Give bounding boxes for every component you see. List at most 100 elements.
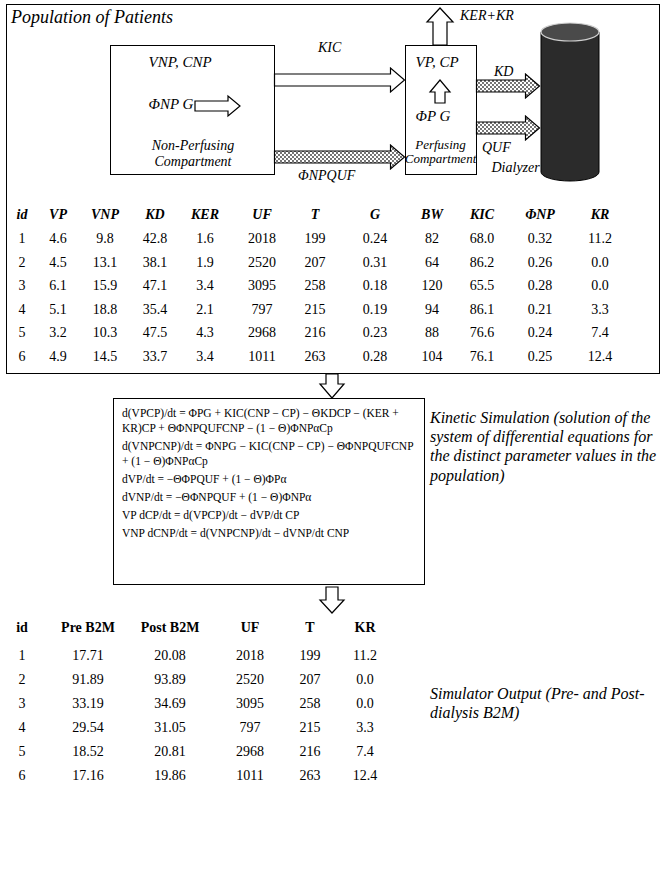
table-cell: 199	[300, 648, 321, 663]
table-cell: 38.1	[143, 255, 168, 270]
table-cell: 0.21	[528, 302, 553, 317]
table-header: UF	[252, 207, 271, 222]
node-text: VP, CP	[416, 54, 459, 71]
table-cell: 0.18	[363, 278, 388, 293]
table-header: Post B2M	[141, 620, 200, 635]
table-cell: 215	[305, 302, 326, 317]
table-cell: 216	[300, 744, 321, 759]
table-cell: 86.2	[470, 255, 495, 270]
table-cell: 94	[425, 302, 439, 317]
step-note: Simulator Output (Pre- and Post-dialysis…	[430, 684, 658, 722]
table-cell: 797	[240, 720, 261, 735]
table-cell: 42.8	[143, 231, 168, 246]
node-text: VNP, CNP	[149, 54, 212, 71]
table-cell: 199	[305, 231, 326, 246]
table-cell: 0.28	[528, 278, 553, 293]
table-cell: 2	[19, 672, 26, 687]
table-cell: 19.86	[154, 768, 186, 783]
table-cell: 3	[19, 696, 26, 711]
table-header: KD	[145, 207, 164, 222]
table-cell: 17.71	[72, 648, 104, 663]
table-cell: 258	[305, 278, 326, 293]
cylinder-shape	[540, 22, 600, 182]
equation-box: d(VPCP)/dt = ΦPG + KIC(CNP − CP) − ΘKDCP…	[113, 398, 425, 585]
equation-text: dVNP/dt = −ΘΦNPQUF + (1 − Θ)ΦNPα	[122, 490, 416, 505]
table-cell: 3.3	[591, 302, 609, 317]
table-cell: 0.0	[356, 672, 374, 687]
table-cell: 207	[300, 672, 321, 687]
flow-label: QUF	[482, 140, 511, 155]
table-cell: 3.4	[196, 278, 214, 293]
table-cell: 11.2	[353, 648, 377, 663]
table-cell: 12.4	[353, 768, 378, 783]
node-text: Non-Perfusing Compartment	[131, 138, 256, 170]
table-cell: 91.89	[72, 672, 104, 687]
table-header: BW	[421, 207, 443, 222]
table-cell: 2	[19, 255, 26, 270]
table-cell: 82	[425, 231, 439, 246]
table-cell: 13.1	[93, 255, 118, 270]
table-cell: 120	[422, 278, 443, 293]
table-cell: 1.9	[196, 255, 214, 270]
table-cell: 15.9	[93, 278, 118, 293]
table-header: T	[305, 620, 314, 635]
table-cell: 12.4	[588, 349, 613, 364]
table-cell: 5	[19, 744, 26, 759]
node-text: Dialyzer	[492, 160, 540, 176]
table-cell: 263	[305, 349, 326, 364]
table-cell: 5.1	[49, 302, 67, 317]
table-cell: 0.0	[356, 696, 374, 711]
table-cell: 1011	[236, 768, 263, 783]
table-header: KR	[355, 620, 376, 635]
table-cell: 1.6	[196, 231, 214, 246]
ultrafiltration-arrow	[477, 116, 540, 140]
generation-arrow	[195, 96, 240, 116]
cylinder-body	[541, 32, 599, 181]
table-cell: 4.9	[49, 349, 67, 364]
table-cell: 0.32	[528, 231, 553, 246]
table-cell: 10.3	[93, 325, 118, 340]
table-cell: 2520	[248, 255, 276, 270]
flow-arrow	[320, 374, 344, 398]
node-text: ΦNP G	[149, 96, 194, 113]
flow-label: KER+KR	[460, 8, 514, 23]
table-cell: 31.05	[154, 720, 186, 735]
equation-text: VNP dCNP/dt = d(VNPCNP)/dt − dVNP/dt CNP	[122, 526, 416, 541]
table-header: id	[16, 620, 28, 635]
table-cell: 7.4	[356, 744, 374, 759]
table-cell: 0.24	[528, 325, 553, 340]
table-cell: 35.4	[143, 302, 168, 317]
panel-title: Population of Patients	[11, 7, 173, 28]
table-cell: 20.81	[154, 744, 186, 759]
table-cell: 93.89	[154, 672, 186, 687]
table-cell: 14.5	[93, 349, 118, 364]
table-cell: 76.1	[470, 349, 495, 364]
table-cell: 797	[252, 302, 273, 317]
table-cell: 2520	[236, 672, 264, 687]
ultrafiltration-arrow	[477, 74, 540, 98]
table-header: VP	[49, 207, 67, 222]
table-cell: 47.1	[143, 278, 168, 293]
table-cell: 18.52	[72, 744, 104, 759]
table-cell: 18.8	[93, 302, 118, 317]
table-cell: 64	[425, 255, 439, 270]
flow-label: KD	[494, 64, 513, 79]
table-cell: 6	[19, 349, 26, 364]
table-cell: 6	[19, 768, 26, 783]
table-header: Pre B2M	[61, 620, 115, 635]
table-cell: 2018	[236, 648, 264, 663]
table-cell: 1011	[248, 349, 275, 364]
equation-text: dVP/dt = −ΘΦPQUF + (1 − Θ)ΦPα	[122, 472, 416, 487]
table-cell: 0.26	[528, 255, 553, 270]
table-header: UF	[241, 620, 260, 635]
table-header: G	[370, 207, 380, 222]
step-note: Kinetic Simulation (solution of the syst…	[430, 408, 658, 485]
table-cell: 207	[305, 255, 326, 270]
table-cell: 1	[19, 231, 26, 246]
table-header: KER	[191, 207, 219, 222]
compartment-box: VP, CPΦP GPerfusing Compartment	[405, 45, 477, 175]
table-cell: 17.16	[72, 768, 104, 783]
table-cell: 2018	[248, 231, 276, 246]
table-cell: 68.0	[470, 231, 495, 246]
